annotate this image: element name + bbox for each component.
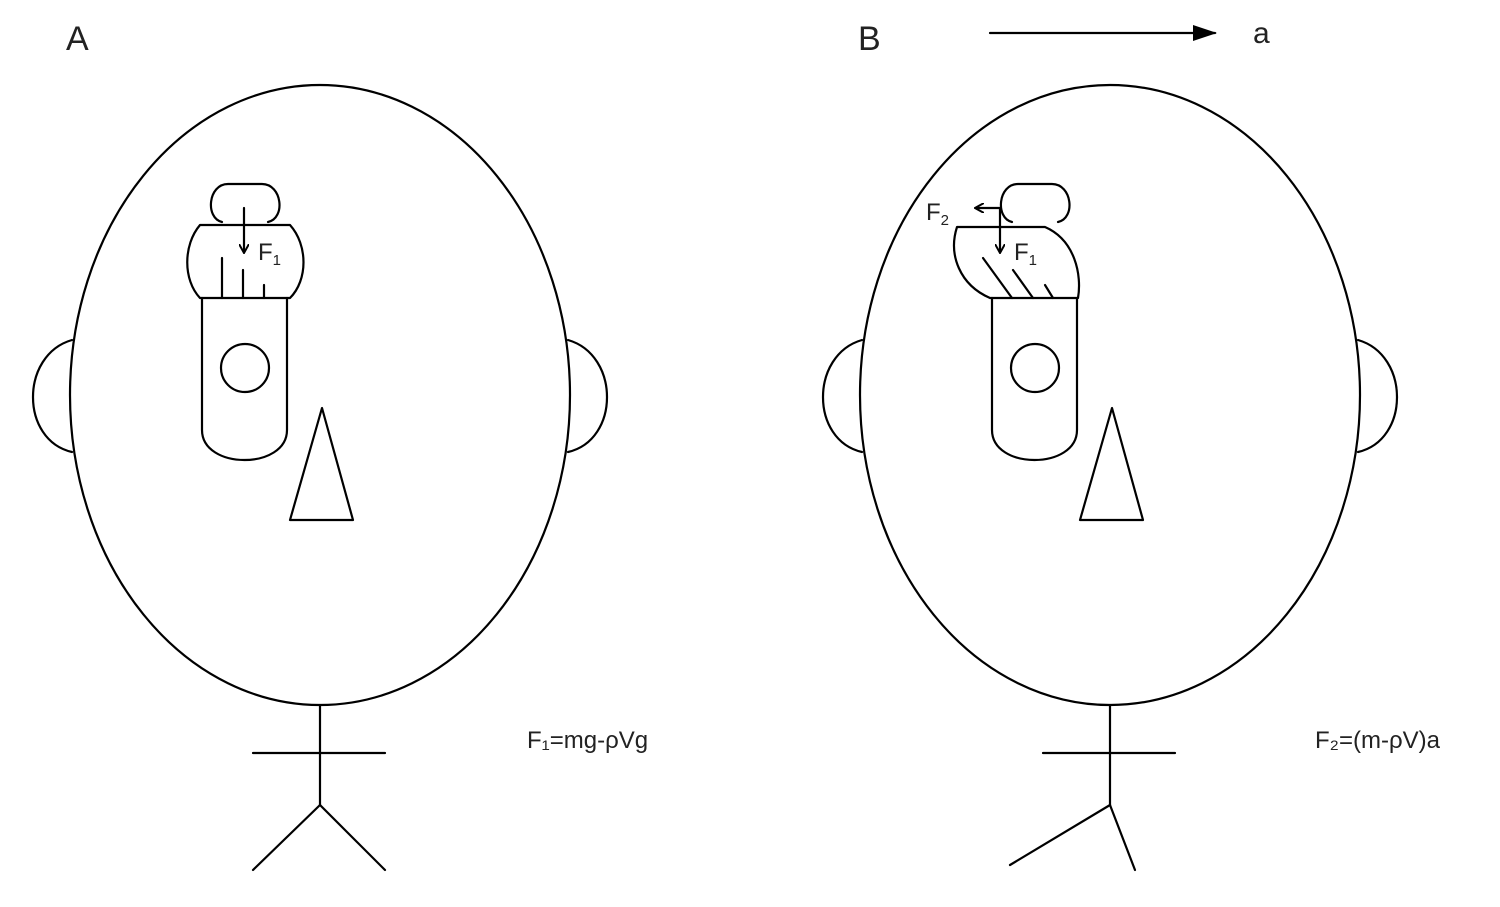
force-f1-label: F1 bbox=[1014, 239, 1037, 269]
acceleration-label: a bbox=[1253, 17, 1270, 50]
body-b bbox=[1008, 703, 1177, 872]
nose bbox=[1078, 406, 1145, 522]
panel-b: B a F1 F2 F₂=(m-ρV)a bbox=[821, 17, 1441, 872]
head-outline bbox=[858, 83, 1362, 707]
panel-b-label: B bbox=[858, 20, 881, 58]
hair-cell-otolith-b bbox=[952, 182, 1081, 461]
equation-b: F₂=(m-ρV)a bbox=[1315, 727, 1441, 754]
left-ear bbox=[31, 338, 74, 454]
body-a bbox=[251, 703, 387, 872]
hair-cell-otolith-a bbox=[186, 182, 305, 461]
right-ear bbox=[1356, 338, 1399, 454]
force-f1-label: F1 bbox=[258, 239, 281, 269]
left-ear bbox=[821, 338, 864, 454]
right-ear bbox=[566, 338, 609, 454]
panel-a: A F1 F₁=mg-ρVg bbox=[31, 20, 648, 872]
force-f2-label: F2 bbox=[926, 199, 949, 229]
nose bbox=[288, 406, 355, 522]
equation-a: F₁=mg-ρVg bbox=[527, 727, 648, 754]
head-outline bbox=[68, 83, 572, 707]
panel-a-label: A bbox=[66, 20, 89, 58]
